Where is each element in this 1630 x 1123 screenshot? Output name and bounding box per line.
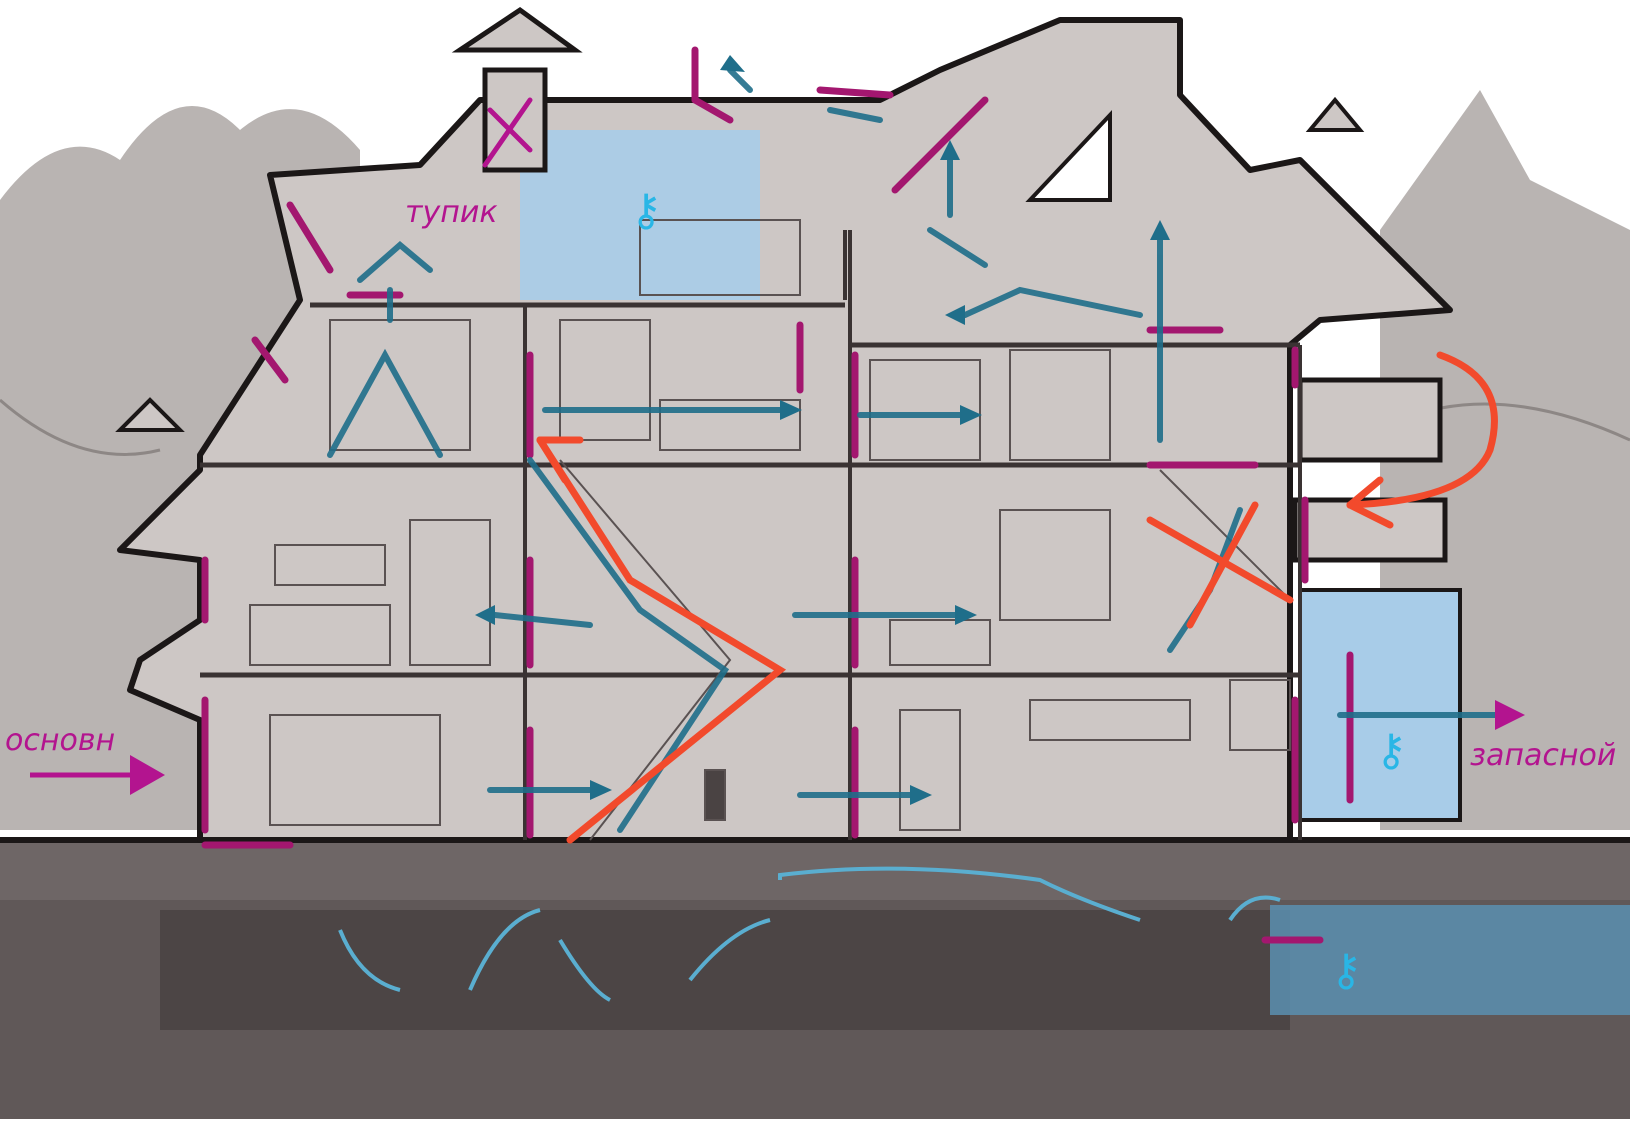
- key-icon: ⚷: [630, 185, 662, 236]
- dead-end-label: тупик: [405, 195, 497, 230]
- character-figure: [705, 770, 725, 820]
- basement: [0, 840, 1630, 1119]
- key-icon: ⚷: [1375, 725, 1407, 776]
- porch-room-highlight: [1300, 590, 1460, 820]
- key-icon: ⚷: [1330, 945, 1362, 996]
- basement-water: [1270, 905, 1630, 1015]
- emergency-exit-label: запасной: [1470, 738, 1616, 773]
- main-entrance-label: основн: [5, 723, 115, 758]
